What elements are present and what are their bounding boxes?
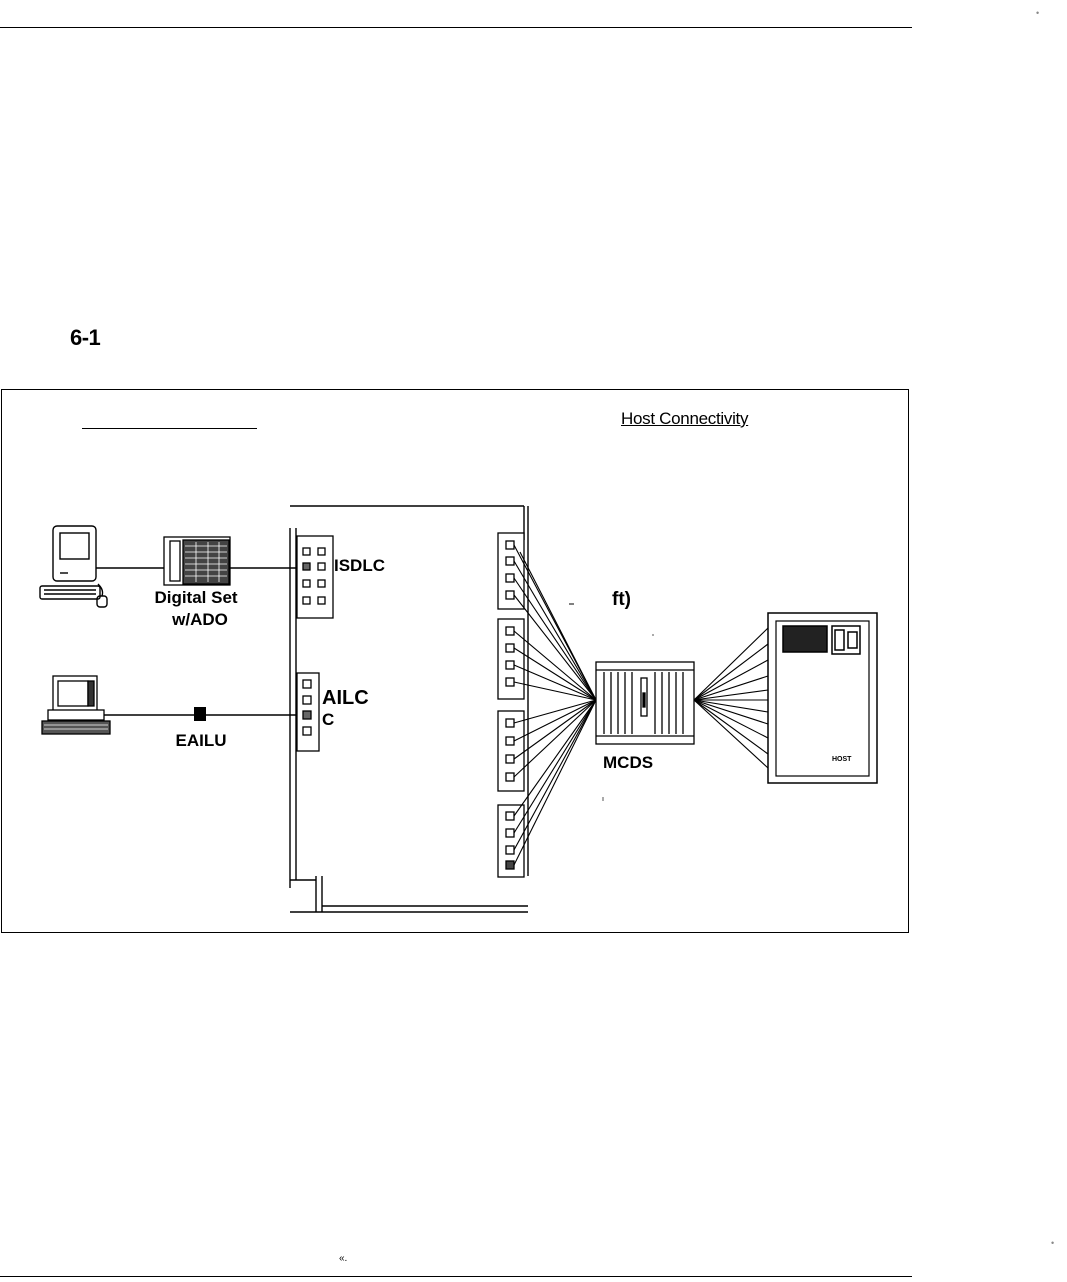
- bottom-rule: [0, 1276, 912, 1277]
- port-card-4: [497, 804, 525, 878]
- footer-mark: «.: [339, 1253, 348, 1264]
- digital-set-icon: [163, 536, 231, 586]
- top-rule: [0, 27, 912, 28]
- ailc-second-label: C: [322, 710, 334, 729]
- figure-frame: [1, 389, 909, 933]
- host-connectivity-heading: Host Connectivity: [621, 409, 749, 428]
- port-card-3: [497, 710, 525, 792]
- heading-underline: [82, 428, 257, 429]
- host-computer-icon: [767, 612, 878, 784]
- scan-mark: •: [1051, 1238, 1055, 1248]
- ailc-card: [296, 672, 320, 752]
- ailc-label: AILC: [322, 687, 369, 709]
- host-label: HOST: [832, 756, 852, 763]
- desktop-computer-icon: [39, 525, 108, 608]
- eailu-label: EAILU: [176, 731, 227, 750]
- terminal-computer-icon: [41, 675, 111, 735]
- port-card-2: [497, 618, 525, 700]
- mcds-unit-icon: [595, 661, 695, 745]
- isdlc-card: [296, 535, 334, 619]
- cable-length-label: ft): [612, 589, 631, 610]
- eailu-block-icon: [194, 707, 206, 721]
- isdlc-label: ISDLC: [334, 556, 385, 575]
- scan-mark: •: [1036, 8, 1040, 18]
- mcds-label: MCDS: [603, 753, 653, 772]
- ado-label: w/ADO: [171, 610, 228, 629]
- digital-set-label: Digital Set: [154, 588, 237, 607]
- port-to-mcds-cables: [513, 544, 597, 866]
- figure-number: 6-1: [70, 325, 101, 350]
- mcds-to-host-cables: [693, 627, 769, 769]
